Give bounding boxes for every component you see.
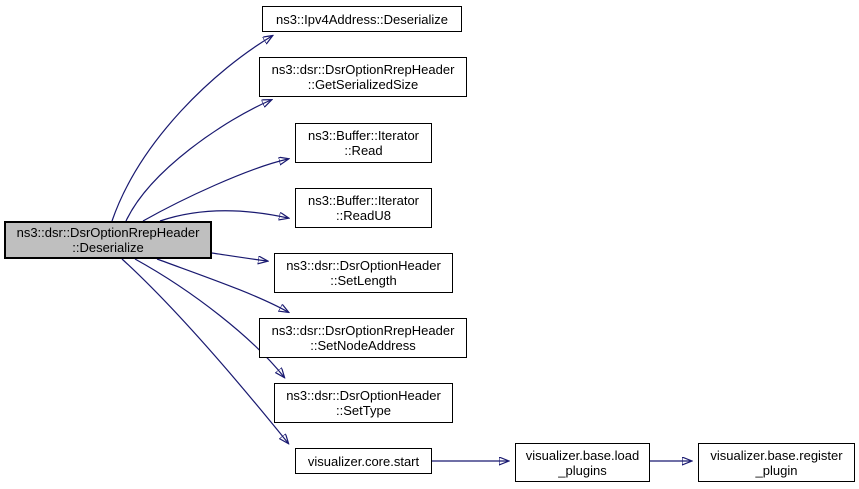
node-visualizer-core-start[interactable]: visualizer.core.start [295, 448, 432, 474]
node-get-serialized-size[interactable]: ns3::dsr::DsrOptionRrepHeader ::GetSeria… [259, 57, 467, 97]
edge-deserialize-to-get-serialized-size [125, 100, 271, 222]
node-set-node-address[interactable]: ns3::dsr::DsrOptionRrepHeader ::SetNodeA… [259, 318, 467, 358]
node-visualizer-base-register-plugin[interactable]: visualizer.base.register _plugin [698, 443, 855, 482]
node-buffer-iterator-read[interactable]: ns3::Buffer::Iterator ::Read [295, 123, 432, 163]
edge-deserialize-to-iterator-readu8 [159, 210, 288, 222]
node-dsr-option-header-set-type[interactable]: ns3::dsr::DsrOptionHeader ::SetType [274, 383, 453, 423]
edge-deserialize-to-set-node-address [156, 258, 288, 312]
edge-deserialize-to-ipv4-deserialize [111, 36, 272, 222]
node-dsr-option-header-set-length[interactable]: ns3::dsr::DsrOptionHeader ::SetLength [274, 253, 453, 293]
node-buffer-iterator-readu8[interactable]: ns3::Buffer::Iterator ::ReadU8 [295, 188, 432, 228]
node-visualizer-base-load-plugins[interactable]: visualizer.base.load _plugins [515, 443, 650, 482]
node-dsr-option-rrep-header-deserialize: ns3::dsr::DsrOptionRrepHeader ::Deserial… [4, 221, 212, 259]
edge-deserialize-to-set-length [211, 252, 267, 261]
node-ipv4-address-deserialize[interactable]: ns3::Ipv4Address::Deserialize [262, 6, 462, 32]
edge-deserialize-to-iterator-read [142, 159, 288, 222]
